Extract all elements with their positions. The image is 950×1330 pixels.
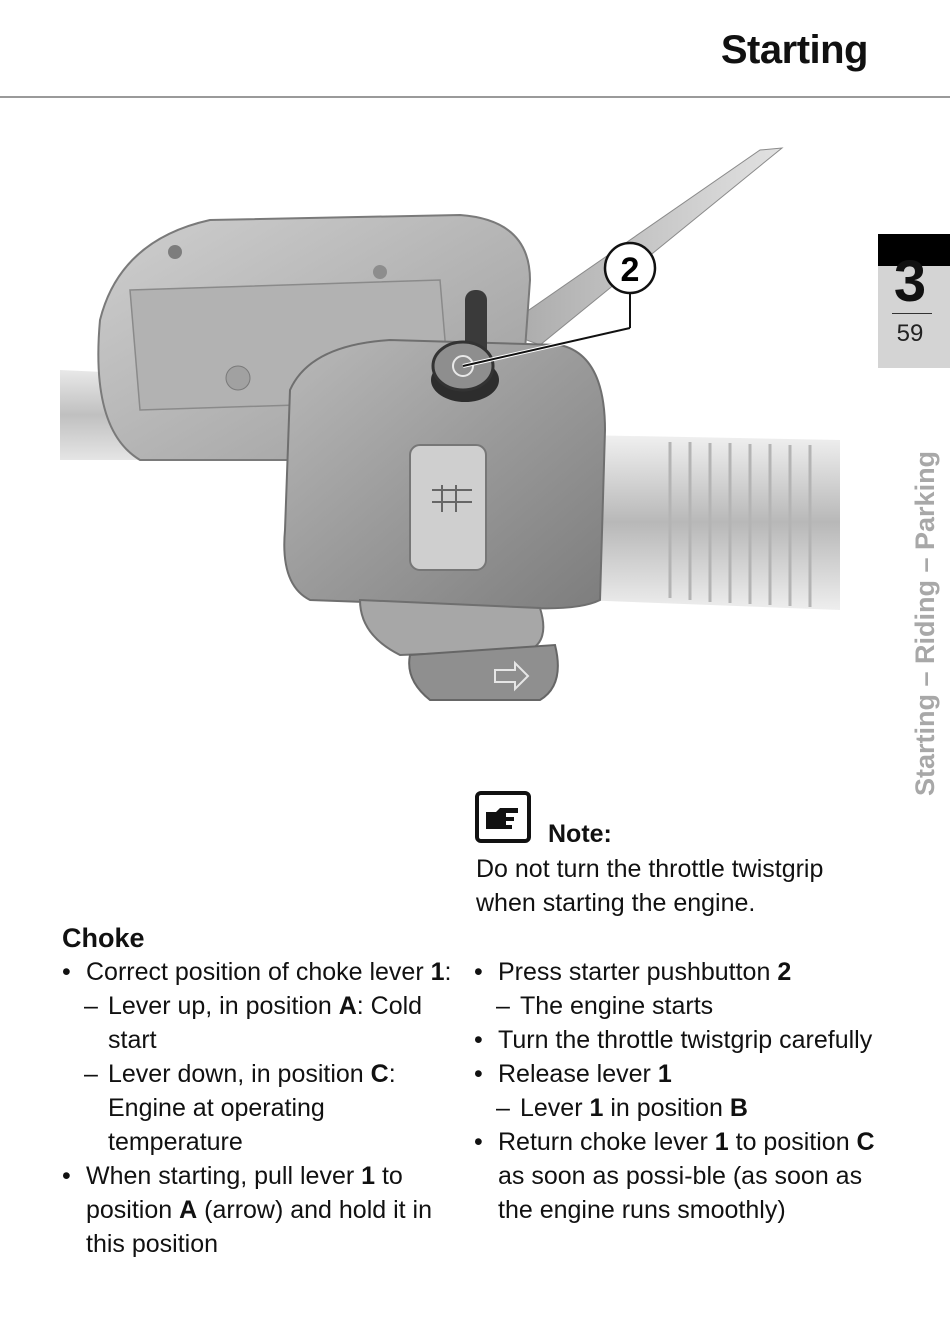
list-item: •Release lever 1 <box>474 1060 672 1088</box>
chapter-side-label: Starting – Riding – Parking <box>910 450 940 796</box>
callout-circle <box>603 241 657 295</box>
list-item: •Press starter pushbutton 2 <box>474 958 792 986</box>
callout-label: 2 <box>621 251 640 289</box>
list-item: •Return choke lever 1 to position C as s… <box>474 1128 875 1224</box>
pointing-hand-note-icon <box>475 791 531 843</box>
sub-item: –Lever down, in position C: Engine at op… <box>84 1060 396 1156</box>
note-text: Do not turn the throttle twistgrip when … <box>476 855 824 917</box>
handlebar-switch-drawing: 2 <box>60 147 840 701</box>
page-title: Starting <box>720 28 869 72</box>
note-title: Note: <box>548 820 612 848</box>
choke-section: Choke •Correct position of choke lever 1… <box>62 921 452 1261</box>
header-divider <box>0 96 950 98</box>
sub-item: –The engine starts <box>496 992 714 1020</box>
starting-steps: •Press starter pushbutton 2 –The engine … <box>474 955 884 1227</box>
chapter-number: 3 <box>893 249 927 314</box>
choke-title: Choke <box>62 923 145 953</box>
sub-item: –Lever up, in position A: Cold start <box>84 992 423 1054</box>
sub-item: –Lever 1 in position B <box>496 1094 748 1122</box>
page-number: 59 <box>896 320 924 347</box>
list-item: •Correct position of choke lever 1: <box>62 958 452 986</box>
chapter-tab <box>878 234 950 368</box>
handlebar-switch-illustration: 2 <box>60 130 850 735</box>
list-item: •When starting, pull lever 1 to position… <box>62 1162 433 1258</box>
list-item: •Turn the throttle twistgrip carefully <box>474 1026 873 1054</box>
chapter-divider <box>892 313 932 314</box>
